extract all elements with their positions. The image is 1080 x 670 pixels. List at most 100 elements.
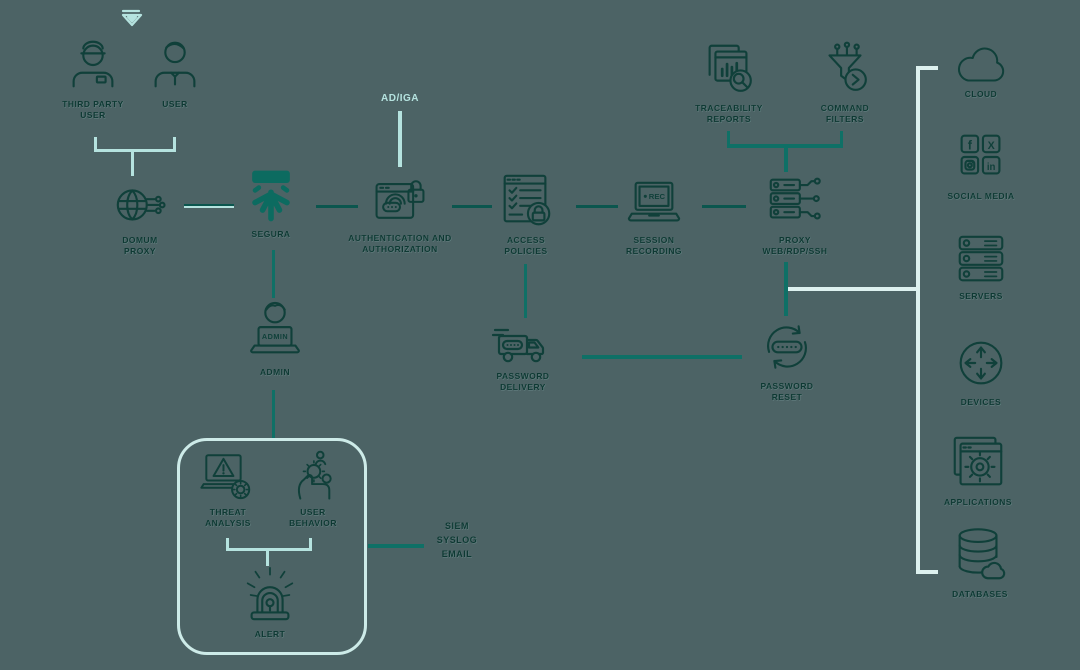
fingerprint-lock-icon: [368, 170, 432, 230]
node-domum-proxy: DOMUM PROXY: [108, 176, 172, 257]
devices-label: DEVICES: [960, 397, 1002, 407]
admin-label: ADMIN: [259, 367, 291, 377]
connector-alert-siem: [368, 544, 424, 548]
connector-targets-top-stub: [916, 66, 938, 70]
connector-users-right-stub: [173, 137, 176, 151]
connector-analytics-bracket: [226, 548, 312, 551]
analytics-group-box: [177, 438, 367, 655]
databases-label: DATABASES: [952, 589, 1008, 599]
connector-domum-segura-dark: [184, 204, 234, 206]
connector-behavior-stub: [309, 538, 312, 550]
connector-users-to-domum: [131, 149, 134, 176]
connector-users-left-stub: [94, 137, 97, 151]
node-social-media: f X in SOCIAL MEDIA: [936, 126, 1026, 202]
devices-icon: [950, 332, 1012, 394]
cloud-label: CLOUD: [964, 89, 998, 99]
connector-targets-bracket: [916, 66, 920, 574]
node-cloud: CLOUD: [949, 40, 1013, 100]
node-user: USER: [144, 34, 206, 110]
facebook-glyph: f: [968, 138, 973, 152]
node-user-behavior: USER BEHAVIOR: [281, 446, 345, 529]
node-command-filters: COMMAND FILTERS: [812, 38, 878, 125]
node-threat-analysis: THREAT ANALYSIS: [196, 448, 260, 529]
proxy-label: PROXY WEB/RDP/SSH: [762, 235, 828, 257]
applications-label: APPLICATIONS: [943, 497, 1013, 507]
user-label: USER: [162, 99, 188, 109]
node-password-delivery: PASSWORD DELIVERY: [486, 318, 560, 393]
social-media-icon: f X in: [950, 126, 1012, 188]
user-behavior-icon: [284, 446, 342, 504]
connector-adiga-auth: [398, 111, 402, 167]
password-reset-label: PASSWORD RESET: [760, 381, 814, 403]
connector-access-delivery: [524, 264, 527, 318]
connector-traceability-stub: [727, 131, 730, 147]
policy-checklist-icon: [495, 170, 557, 232]
third-party-user-label: THIRD PARTY USER: [62, 99, 124, 121]
segura-logo-icon: [240, 166, 302, 226]
third-party-user-icon: [62, 34, 124, 96]
connector-command-stub: [840, 131, 843, 147]
access-policies-label: ACCESS POLICIES: [504, 235, 548, 257]
threat-analysis-label: THREAT ANALYSIS: [205, 507, 251, 529]
authentication-label: AUTHENTICATION AND AUTHORIZATION: [348, 233, 452, 255]
connector-proxy-targets: [788, 287, 918, 291]
databases-icon: [949, 524, 1011, 586]
node-access-policies: ACCESS POLICIES: [494, 170, 558, 257]
alert-label: ALERT: [254, 629, 286, 639]
servers-label: SERVERS: [959, 291, 1003, 301]
password-reset-icon: [756, 316, 818, 378]
domum-proxy-label: DOMUM PROXY: [122, 235, 158, 257]
linkedin-glyph: in: [987, 162, 996, 173]
connector-bracket-to-alert: [266, 548, 269, 566]
cursor-arrow-icon: [118, 8, 146, 30]
node-authentication: AUTHENTICATION AND AUTHORIZATION: [340, 170, 460, 255]
social-media-label: SOCIAL MEDIA: [947, 191, 1015, 201]
node-session-recording: REC SESSION RECORDING: [616, 176, 692, 257]
connector-access-session: [576, 205, 618, 208]
node-applications: APPLICATIONS: [937, 432, 1019, 508]
node-third-party-user: THIRD PARTY USER: [53, 34, 133, 121]
command-filters-label: COMMAND FILTERS: [820, 103, 870, 125]
connector-auth-access: [452, 205, 492, 208]
connector-session-proxy: [702, 205, 746, 208]
alert-siren-icon: [239, 562, 301, 626]
connector-segura-auth: [316, 205, 358, 208]
node-password-reset: PASSWORD RESET: [750, 316, 824, 403]
report-chart-icon: [698, 38, 760, 100]
node-devices: DEVICES: [950, 332, 1012, 408]
connector-bracket-to-proxy: [784, 144, 788, 172]
threat-analysis-icon: [199, 448, 257, 504]
user-behavior-label: USER BEHAVIOR: [289, 507, 337, 529]
connector-admin-analytics: [272, 390, 275, 439]
connector-segura-admin: [272, 250, 275, 298]
server-circuit-icon: [763, 170, 827, 232]
connector-delivery-reset: [582, 355, 742, 359]
node-traceability-reports: TRACEABILITY REPORTS: [686, 38, 772, 125]
traceability-reports-label: TRACEABILITY REPORTS: [695, 103, 763, 125]
cloud-icon: [949, 40, 1013, 86]
siem-syslog-email-label: SIEM SYSLOG EMAIL: [436, 521, 478, 559]
session-recording-label: SESSION RECORDING: [626, 235, 682, 257]
applications-icon: [947, 432, 1009, 494]
node-databases: DATABASES: [944, 524, 1016, 600]
ad-iga-label: AD/IGA: [381, 93, 419, 104]
funnel-filter-icon: [814, 38, 876, 100]
laptop-rec-icon: REC: [622, 176, 686, 232]
node-admin: ADMIN ADMIN: [244, 298, 306, 378]
user-icon: [144, 34, 206, 96]
node-segura: SEGURA: [240, 166, 302, 240]
admin-icon: ADMIN: [244, 298, 306, 364]
globe-circuit-icon: [108, 176, 172, 232]
servers-icon: [950, 230, 1012, 288]
connector-proxy-reset: [784, 262, 788, 316]
session-screen-text: REC: [649, 192, 666, 201]
segura-label: SEGURA: [251, 229, 291, 239]
x-glyph: X: [988, 140, 995, 152]
connector-threat-stub: [226, 538, 229, 550]
connector-users-bracket: [94, 149, 176, 152]
password-delivery-label: PASSWORD DELIVERY: [496, 371, 550, 393]
delivery-truck-icon: [491, 318, 555, 368]
node-servers: SERVERS: [950, 230, 1012, 302]
admin-screen-text: ADMIN: [262, 332, 288, 341]
node-proxy: PROXY WEB/RDP/SSH: [755, 170, 835, 257]
